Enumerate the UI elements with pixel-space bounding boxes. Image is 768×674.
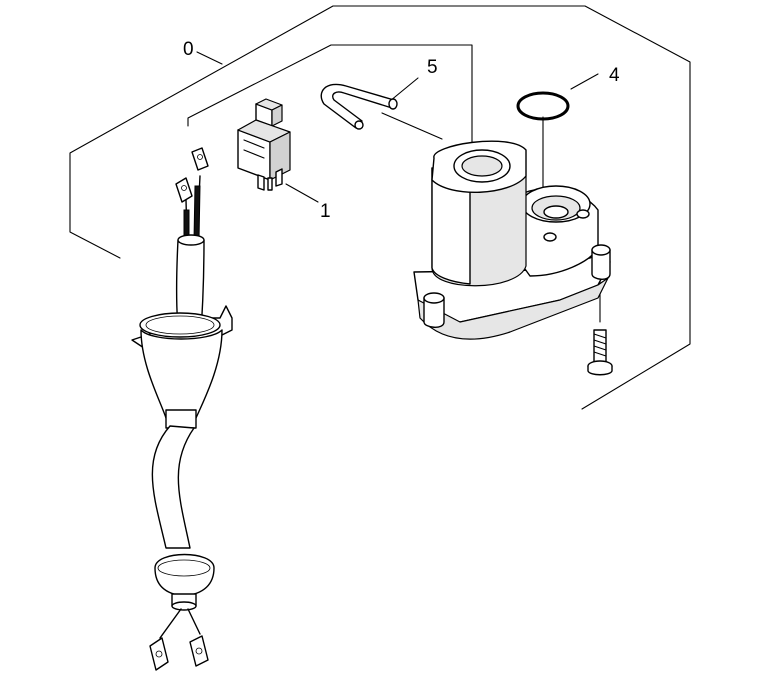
part-4-o-ring (516, 91, 570, 121)
subgroup-bracket-outline (187, 44, 473, 159)
assembly-bracket-outline (69, 5, 691, 410)
part-1-switch (237, 98, 291, 191)
callout-number-4: 4 (609, 65, 620, 86)
part-5-u-clip (320, 83, 398, 130)
callout-number-1: 1 (320, 201, 331, 222)
callout-number-5: 5 (427, 57, 438, 78)
housing-screw (587, 329, 613, 376)
leader-lines (196, 51, 601, 323)
motor-housing (413, 140, 611, 340)
callout-number-0: 0 (183, 39, 194, 60)
power-cable-assembly (131, 147, 233, 671)
